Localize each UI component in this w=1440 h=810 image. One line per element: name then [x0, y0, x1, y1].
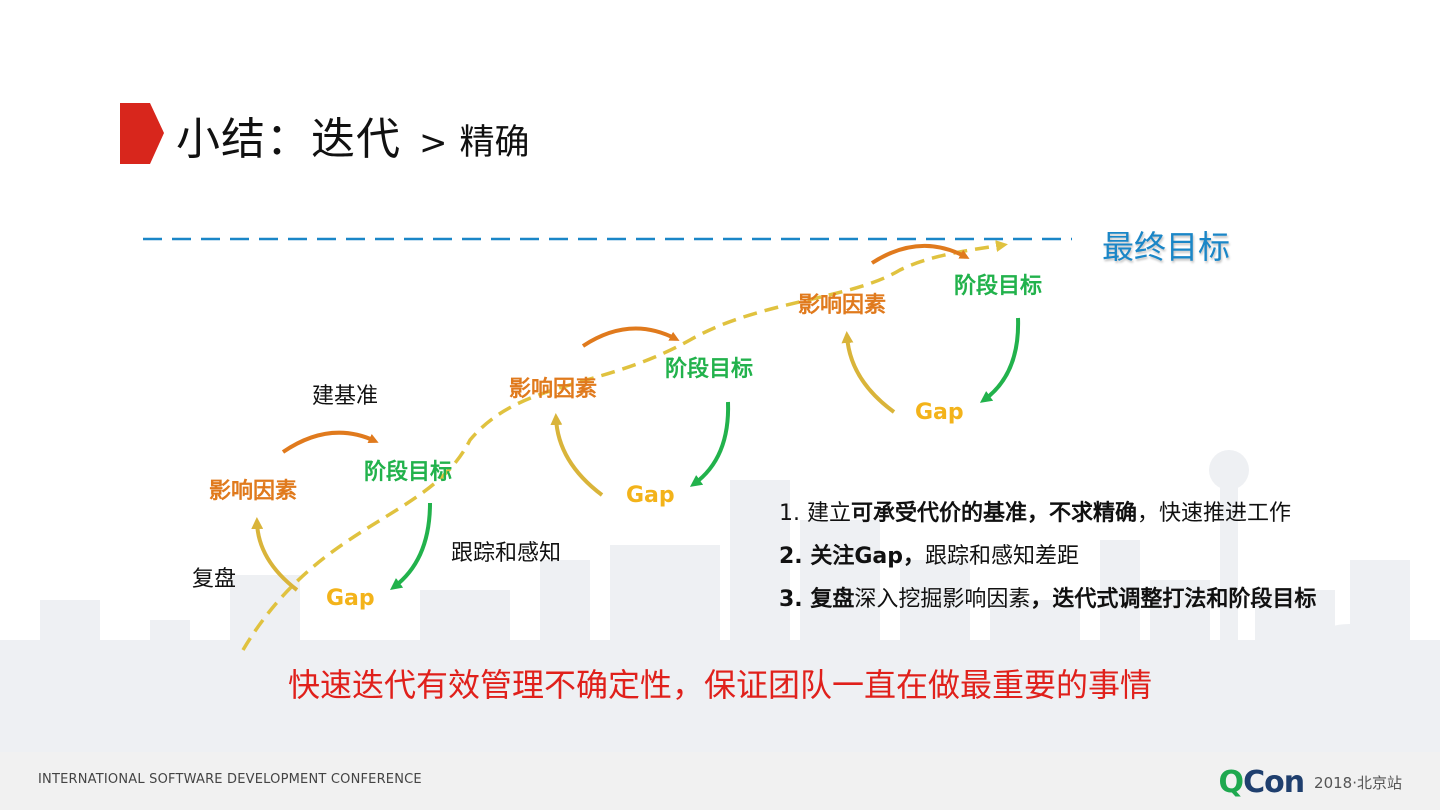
- cycle2-green-arrow: [694, 402, 728, 484]
- cycle1-orange-arrow: [283, 433, 375, 452]
- summary-item-2: 2. 关注Gap，跟踪和感知差距: [779, 541, 1399, 584]
- summary-item-2-number: 2.: [779, 544, 810, 569]
- cycle3-influence-label: 影响因素: [798, 287, 886, 319]
- slogan: 快速迭代有效管理不确定性，保证团队一直在做最重要的事情: [0, 660, 1440, 706]
- final-goal-label: 最终目标: [1102, 222, 1230, 268]
- summary-item-3-bold-b: ，迭代式调整打法和阶段目标: [1030, 587, 1316, 612]
- cycle1-green-arrow: [394, 503, 430, 587]
- qcon-logo: QCon 2018·北京站: [1219, 760, 1402, 804]
- cycle1-gold-arrow: [257, 522, 297, 590]
- cycle2-gold-arrow: [556, 418, 602, 495]
- summary-item-1-number: 1.: [779, 501, 807, 526]
- edition-label: 2018·北京站: [1314, 772, 1402, 793]
- cycle2-influence-label: 影响因素: [509, 371, 597, 403]
- footer: INTERNATIONAL SOFTWARE DEVELOPMENT CONFE…: [0, 752, 1440, 810]
- cycle1-stage-goal-label: 阶段目标: [364, 454, 452, 486]
- cycle2-gap-label: Gap: [626, 483, 675, 508]
- cycle1-influence-label: 影响因素: [209, 473, 297, 505]
- conference-name: INTERNATIONAL SOFTWARE DEVELOPMENT CONFE…: [38, 772, 422, 787]
- review-annotation: 复盘: [192, 561, 236, 593]
- summary-item-3-bold-a: 复盘: [810, 587, 854, 612]
- summary-item-3: 3. 复盘深入挖掘影响因素，迭代式调整打法和阶段目标: [779, 584, 1399, 627]
- summary-item-1-bold: 可承受代价的基准，不求精确: [851, 501, 1137, 526]
- cycle1-gap-label: Gap: [326, 586, 375, 611]
- summary-item-3-number: 3.: [779, 587, 810, 612]
- summary-item-1: 1. 建立可承受代价的基准，不求精确，快速推进工作: [779, 498, 1399, 541]
- qcon-con-letters: Con: [1243, 765, 1304, 800]
- summary-item-1-text-a: 建立: [807, 501, 851, 526]
- summary-item-2-bold: 关注Gap，: [810, 544, 925, 569]
- summary-item-2-text: 跟踪和感知差距: [925, 544, 1079, 569]
- cycle3-gap-label: Gap: [915, 400, 964, 425]
- track-annotation: 跟踪和感知: [451, 535, 561, 567]
- summary-item-3-text: 深入挖掘影响因素: [854, 587, 1030, 612]
- cycle3-stage-goal-label: 阶段目标: [954, 268, 1042, 300]
- qcon-q-letter: Q: [1219, 765, 1244, 800]
- baseline-annotation: 建基准: [312, 378, 378, 410]
- cycle2-orange-arrow: [583, 329, 676, 346]
- qcon-wordmark: QCon: [1219, 765, 1305, 800]
- cycle2-stage-goal-label: 阶段目标: [665, 351, 753, 383]
- summary-list: 1. 建立可承受代价的基准，不求精确，快速推进工作 2. 关注Gap，跟踪和感知…: [779, 498, 1399, 627]
- cycle3-green-arrow: [984, 318, 1018, 400]
- summary-item-1-text-b: ，快速推进工作: [1137, 501, 1291, 526]
- cycle3-gold-arrow: [847, 336, 894, 412]
